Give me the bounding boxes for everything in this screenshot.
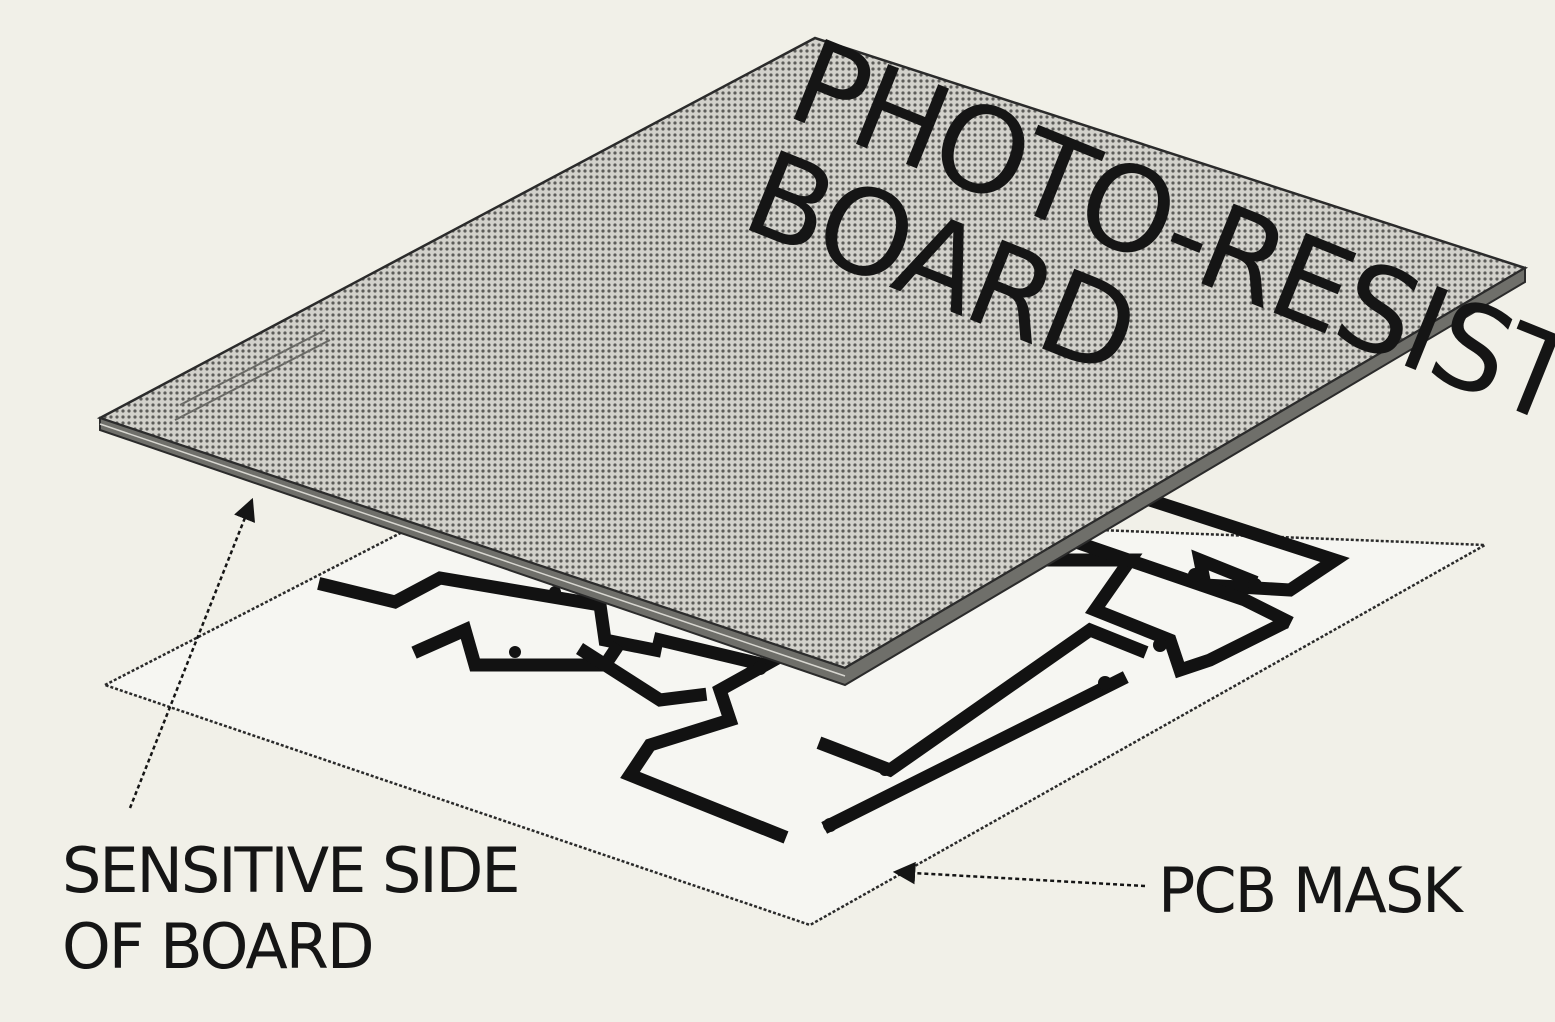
sensitive-side-label-line1: SENSITIVE SIDE — [62, 834, 519, 907]
circuit-pads — [509, 568, 1262, 832]
circuit-traces — [317, 491, 1350, 844]
sensitive-side-label-line2: OF BOARD — [62, 910, 373, 983]
board-edge-marking — [174, 329, 331, 421]
pcb-mask-arrow — [892, 861, 1146, 888]
trace-right-edge — [1061, 531, 1294, 629]
trace-left-short — [576, 643, 708, 707]
photo-resist-board — [96, 36, 1529, 687]
trace-right-loop — [1141, 491, 1350, 597]
trace-right-mid — [816, 622, 1149, 778]
sensitive-side-arrow — [128, 497, 256, 809]
pcb-mask-sheet — [101, 503, 1490, 927]
trace-right-long — [821, 671, 1129, 834]
pcb-mask-label: PCB MASK — [1158, 854, 1464, 927]
